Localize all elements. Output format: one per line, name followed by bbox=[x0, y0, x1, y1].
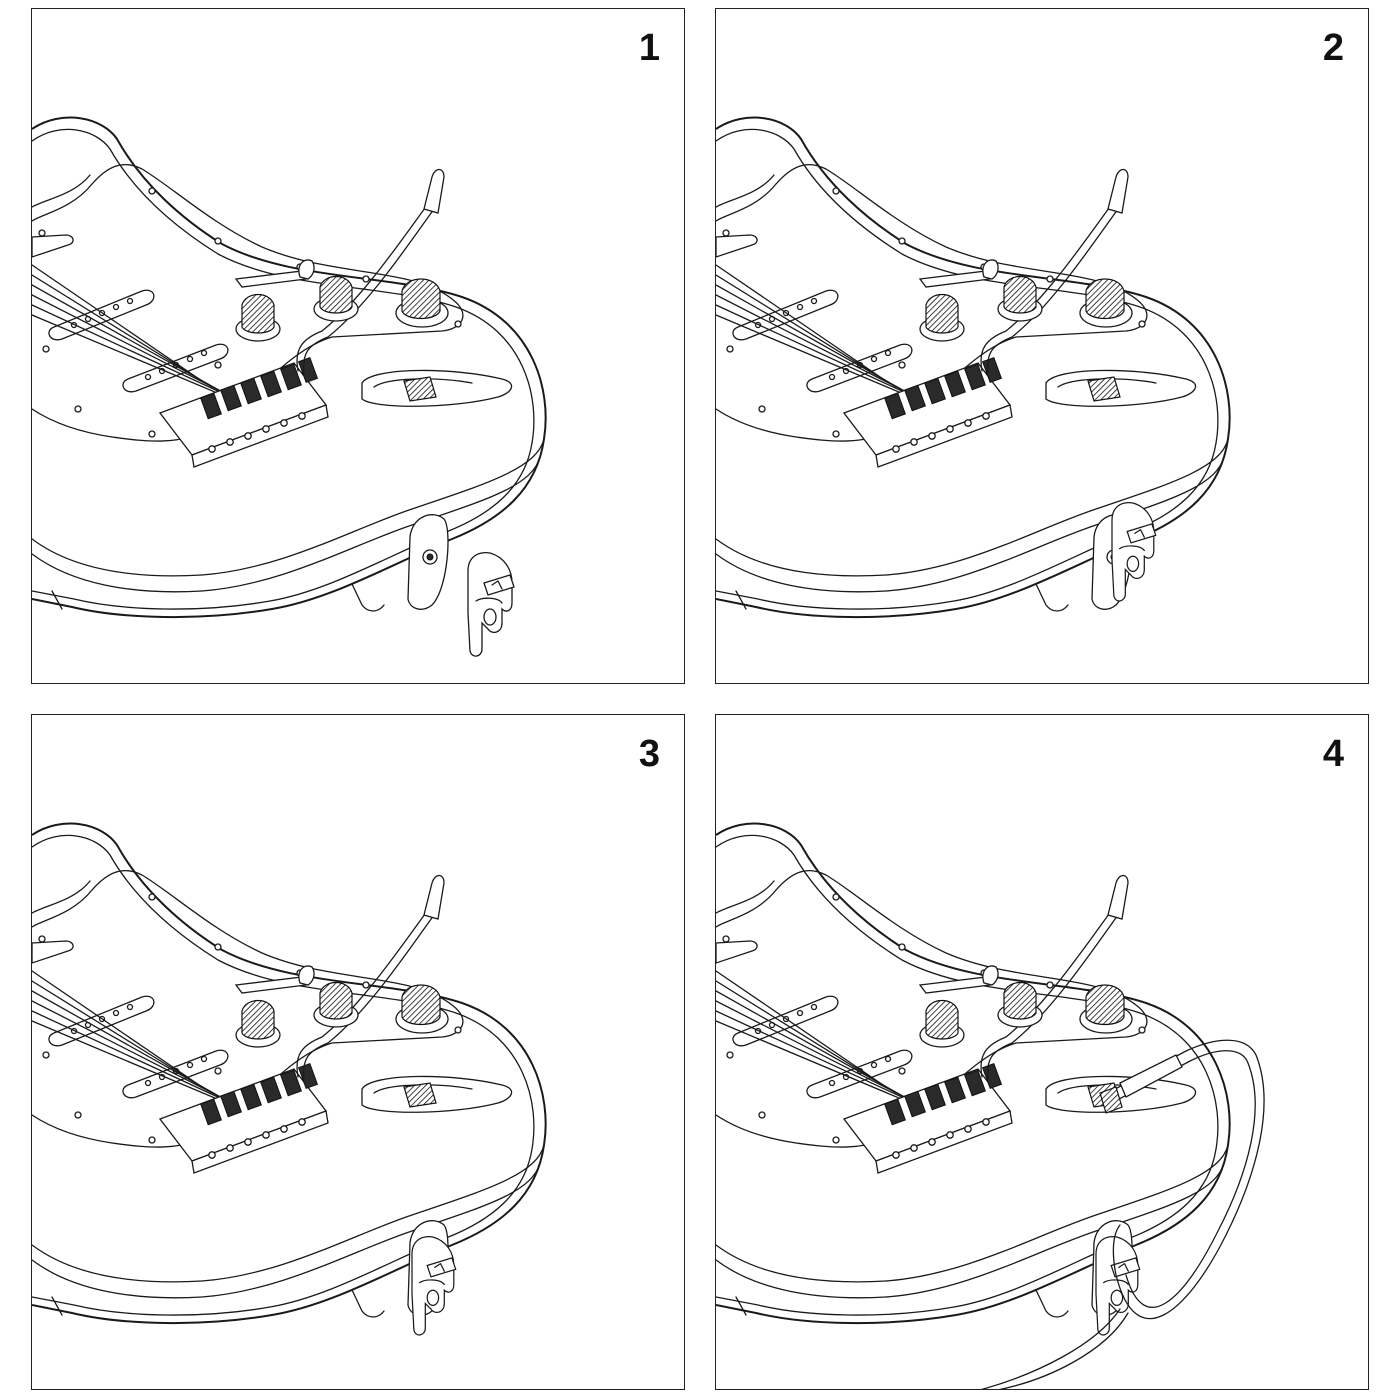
guitar-body-illustration bbox=[716, 822, 1265, 1389]
strap-lock-illustration bbox=[411, 1236, 457, 1336]
step-panel-4: 4 bbox=[715, 714, 1369, 1390]
step-panel-1: 1 bbox=[31, 8, 685, 684]
step-panel-2: 2 bbox=[715, 8, 1369, 684]
step-number: 4 bbox=[1322, 733, 1344, 775]
guitar-body-illustration bbox=[716, 116, 1231, 619]
strap-lock-illustration bbox=[1111, 502, 1157, 602]
guitar-body-illustration bbox=[32, 822, 547, 1336]
step-number: 3 bbox=[638, 733, 660, 775]
cable-illustration bbox=[980, 1039, 1265, 1389]
step-panel-3: 3 bbox=[31, 714, 685, 1390]
guitar-body-illustration bbox=[32, 116, 547, 657]
step-number: 2 bbox=[1322, 27, 1344, 69]
strap-lock-illustration bbox=[467, 551, 515, 657]
step-number: 1 bbox=[638, 27, 660, 69]
strap-lock-illustration bbox=[1095, 1236, 1141, 1336]
